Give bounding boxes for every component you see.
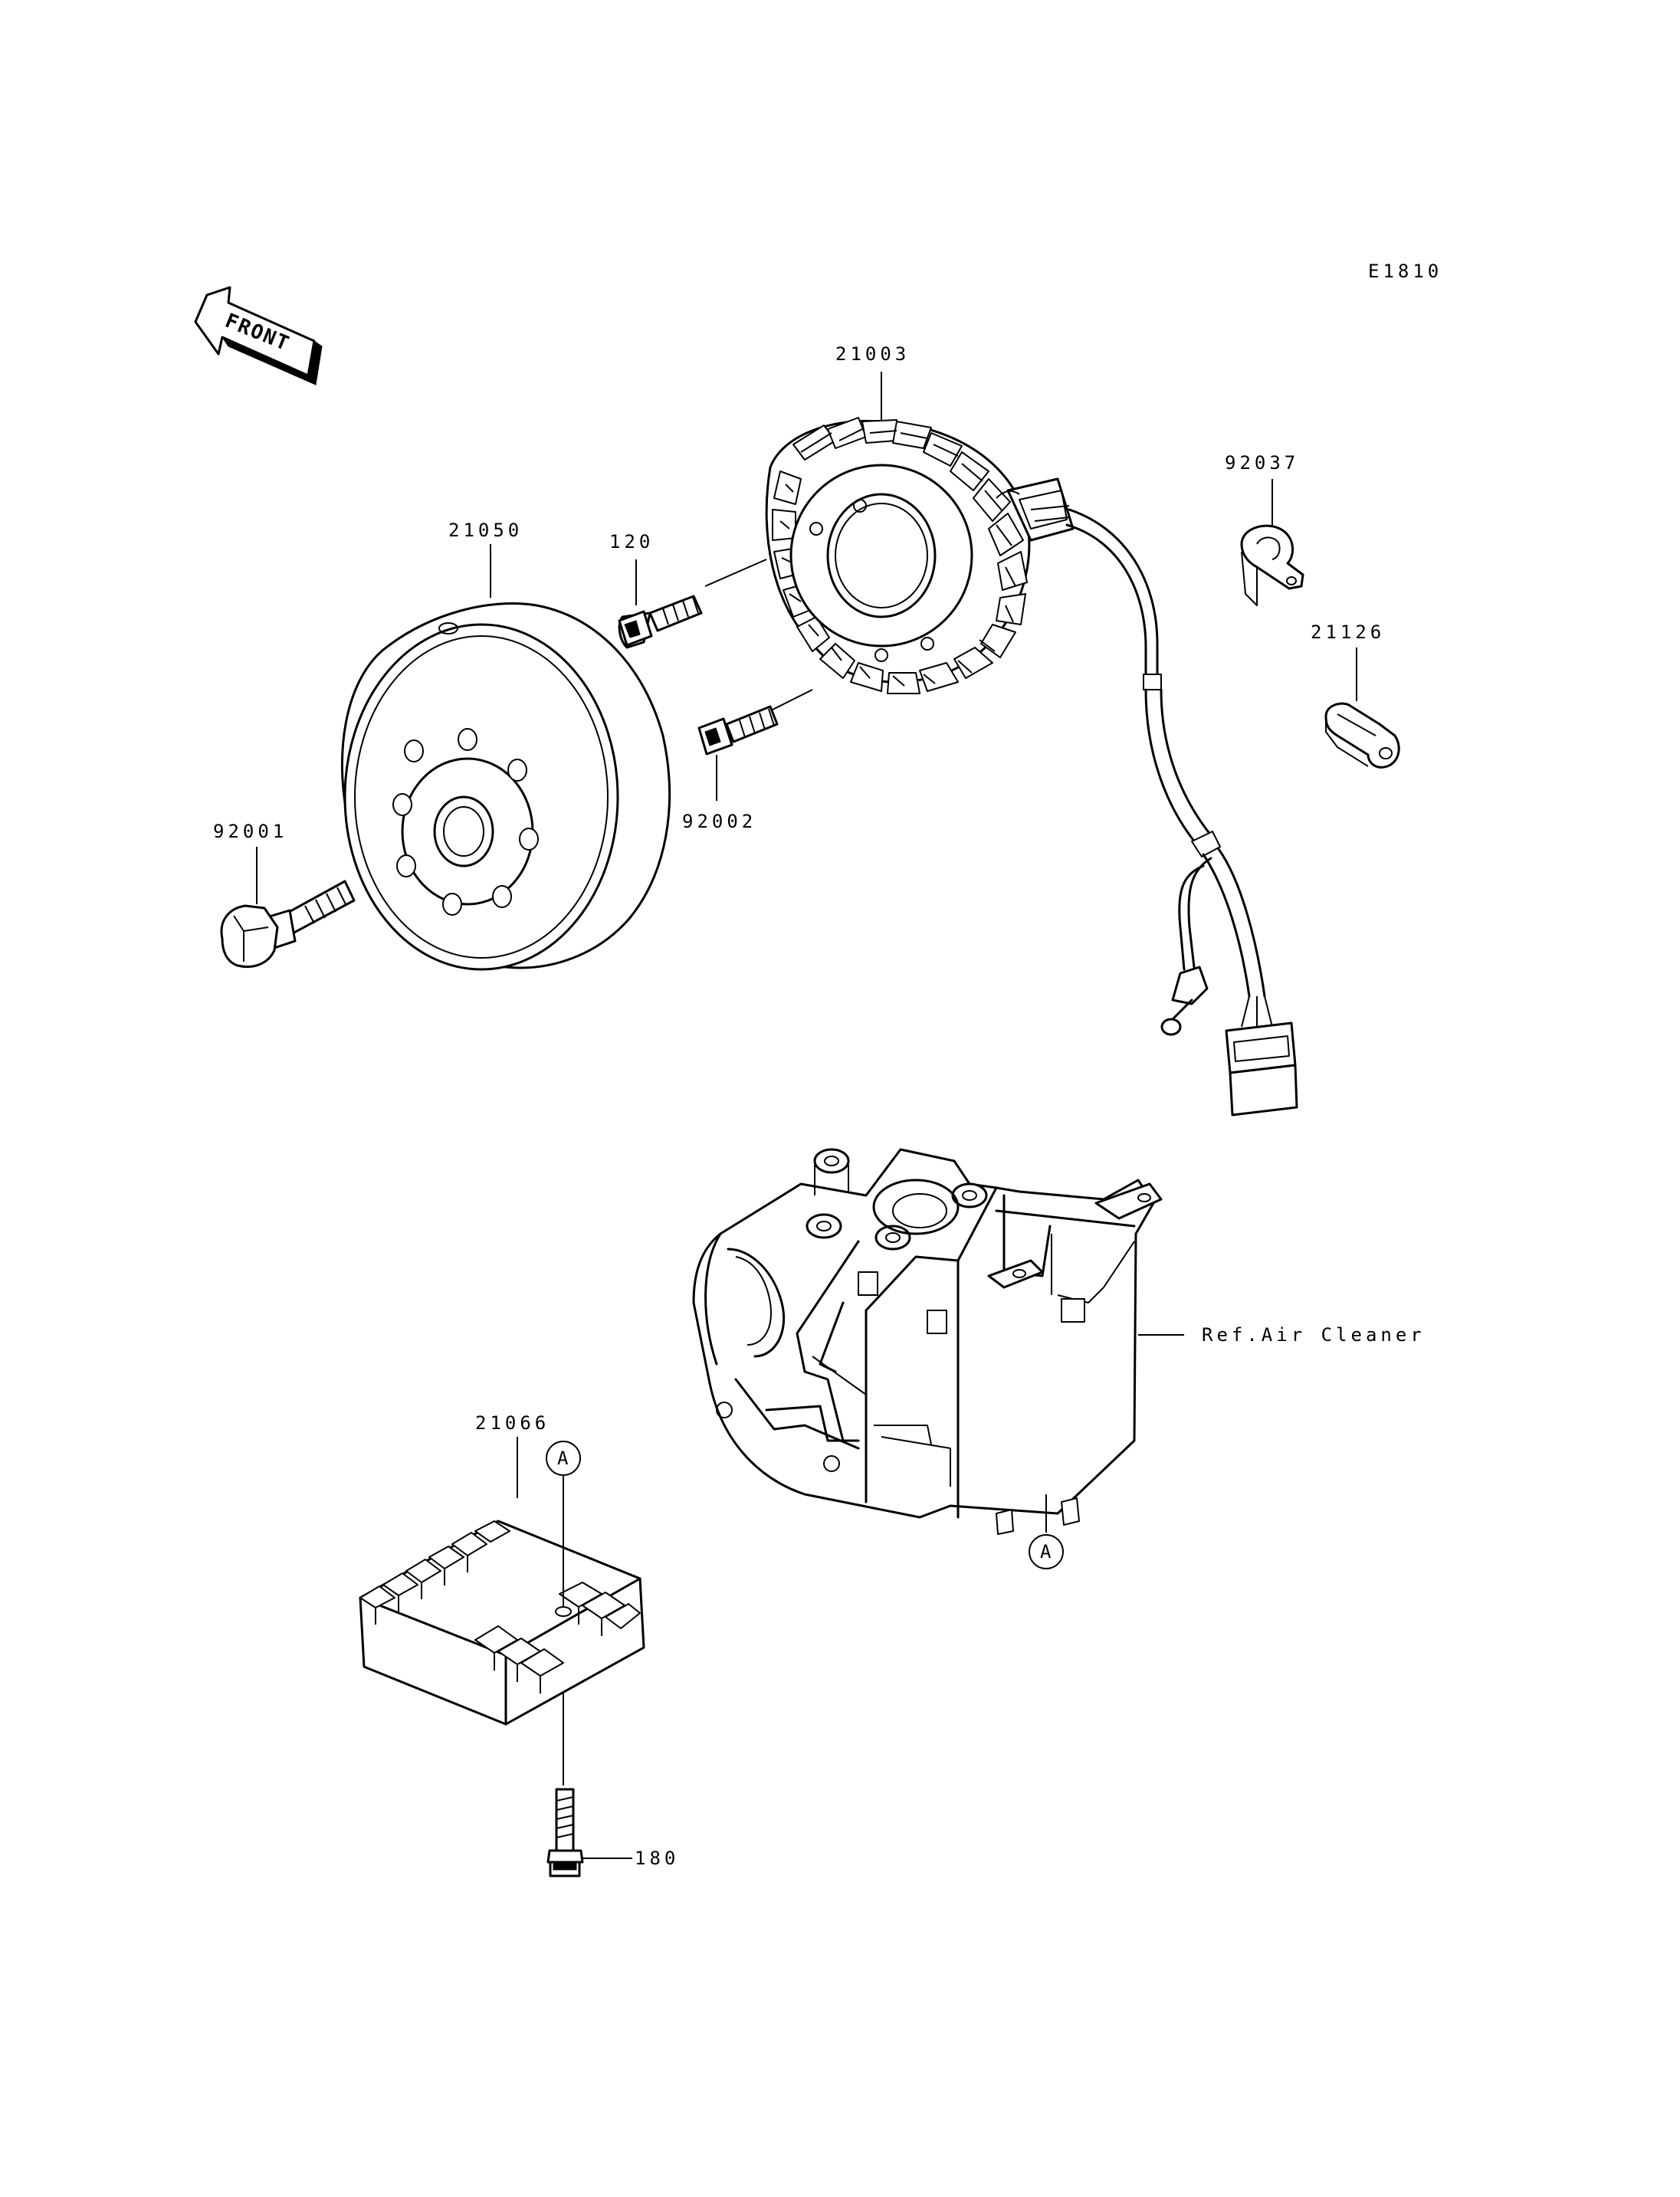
- rotor[interactable]: [341, 544, 671, 971]
- air-cleaner-housing: [692, 1148, 1184, 1535]
- label-120: 120: [609, 531, 654, 553]
- label-92037: 92037: [1225, 452, 1299, 474]
- marker-a-regulator: A: [546, 1441, 581, 1533]
- bolt-92001[interactable]: [220, 847, 356, 969]
- front-arrow-icon: FRONT: [194, 286, 323, 386]
- clamp-21126[interactable]: [1324, 648, 1400, 769]
- marker-a-housing-label: A: [1040, 1541, 1052, 1562]
- label-21003: 21003: [835, 343, 910, 365]
- label-21066: 21066: [475, 1412, 550, 1434]
- diagram-code: E1810: [1368, 261, 1442, 282]
- reference-air-cleaner: Ref.Air Cleaner: [1202, 1324, 1426, 1346]
- marker-a-regulator-label: A: [557, 1448, 569, 1469]
- marker-a-housing: A: [1029, 1494, 1064, 1569]
- bolt-180[interactable]: [546, 1788, 632, 1877]
- label-180: 180: [635, 1848, 679, 1869]
- label-92002: 92002: [682, 811, 756, 832]
- label-21126: 21126: [1311, 621, 1385, 643]
- stator[interactable]: [765, 372, 1298, 1117]
- regulator[interactable]: [359, 1437, 645, 1785]
- label-92001: 92001: [213, 821, 287, 842]
- screw-120[interactable]: [618, 559, 767, 649]
- clamp-92037[interactable]: [1240, 479, 1304, 606]
- label-21050: 21050: [448, 520, 523, 541]
- bolt-92002[interactable]: [697, 689, 813, 801]
